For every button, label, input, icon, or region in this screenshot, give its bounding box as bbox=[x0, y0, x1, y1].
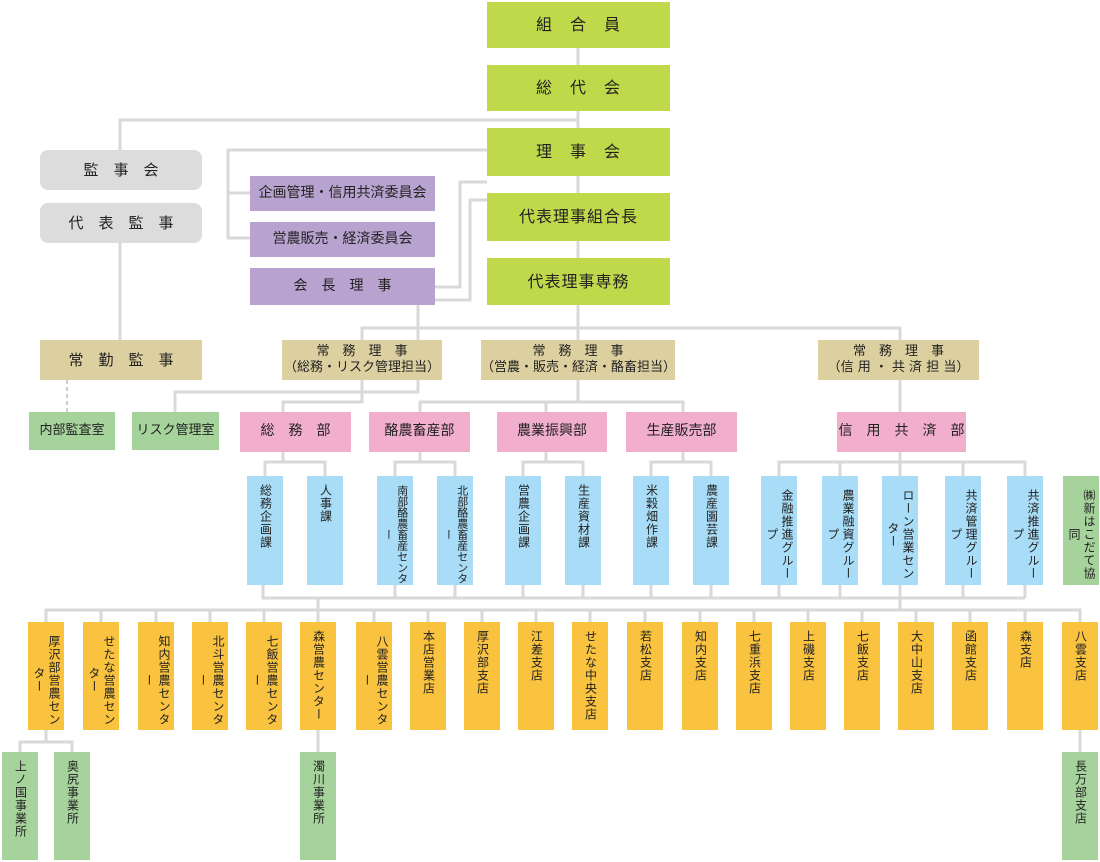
president-box: 代表理事組合長 bbox=[487, 193, 670, 241]
branch-box: 八雲支店 bbox=[1062, 622, 1098, 730]
branch-box: 厚沢部支店 bbox=[464, 622, 500, 730]
dairy-dept-box: 酪農畜産部 bbox=[369, 412, 470, 452]
planning-committee-box: 企画管理・信用共済委員会 bbox=[250, 176, 435, 211]
section-box: 南部酪農畜産センター bbox=[377, 476, 413, 585]
section-box: 米穀畑作課 bbox=[633, 476, 669, 585]
branch-box: 本店営業店 bbox=[410, 622, 446, 730]
general-affairs-dept-box: 総 務 部 bbox=[240, 412, 351, 452]
section-box: 金融推進グループ bbox=[761, 476, 797, 585]
branch-box: 江差支店 bbox=[518, 622, 554, 730]
board-box: 理 事 会 bbox=[487, 128, 670, 176]
production-sales-dept-box: 生産販売部 bbox=[626, 412, 737, 452]
section-box: 北部酪農畜産センター bbox=[437, 476, 473, 585]
branch-box: 若松支店 bbox=[627, 622, 663, 730]
sales-committee-box: 営農販売・経済委員会 bbox=[250, 222, 435, 257]
section-box: 共済管理グループ bbox=[945, 476, 981, 585]
branch-box: 厚沢部営農センター bbox=[28, 622, 64, 730]
internal-audit-box: 内部監査室 bbox=[29, 412, 115, 450]
credit-mutual-dept-box: 信 用 共 済 部 bbox=[837, 412, 966, 452]
office-box: 濁川事業所 bbox=[300, 752, 336, 860]
section-box: 総務企画課 bbox=[247, 476, 283, 585]
section-box: 共済推進グループ bbox=[1007, 476, 1043, 585]
director-credit-box: 常 務 理 事 （信 用 ・ 共 済 担 当） bbox=[818, 340, 979, 380]
director-farming-box: 常 務 理 事 （営農・販売・経済・酪畜担当） bbox=[481, 340, 676, 380]
branch-box: 森支店 bbox=[1007, 622, 1043, 730]
section-box: 農産園芸課 bbox=[693, 476, 729, 585]
branch-box: 七重浜支店 bbox=[736, 622, 772, 730]
branch-box: 知内支店 bbox=[682, 622, 718, 730]
section-box: ローン営業センター bbox=[882, 476, 918, 585]
branch-box: 函館支店 bbox=[952, 622, 988, 730]
branch-box: せたな営農センター bbox=[83, 622, 119, 730]
branch-box: 七飯支店 bbox=[844, 622, 880, 730]
representative-auditor-box: 代 表 監 事 bbox=[40, 203, 202, 243]
representatives-box: 総 代 会 bbox=[487, 65, 670, 111]
section-box: 農業融資グループ bbox=[822, 476, 858, 585]
branch-box: 七飯営農センター bbox=[246, 622, 282, 730]
branch-box: 大中山支店 bbox=[898, 622, 934, 730]
section-box: 営農企画課 bbox=[505, 476, 541, 585]
branch-box: 上磯支店 bbox=[790, 622, 826, 730]
managing-director-box: 代表理事専務 bbox=[487, 258, 670, 305]
members-box: 組 合 員 bbox=[487, 2, 670, 48]
section-box: 人事課 bbox=[307, 476, 343, 585]
office-box: 奥尻事業所 bbox=[54, 752, 90, 860]
branch-box: せたな中央支店 bbox=[572, 622, 608, 730]
standing-auditor-box: 常 勤 監 事 bbox=[40, 340, 202, 380]
branch-box: 森営農センター bbox=[300, 622, 336, 730]
chairman-box: 会 長 理 事 bbox=[250, 268, 435, 305]
branch-box: 知内営農センター bbox=[138, 622, 174, 730]
branch-box: 北斗営農センター bbox=[192, 622, 228, 730]
affiliate-company-box: ㈱新はこだて協同 bbox=[1063, 476, 1099, 585]
office-box: 長万部支店 bbox=[1062, 752, 1098, 860]
office-box: 上ノ国事業所 bbox=[2, 752, 38, 860]
branch-box: 八雲営農センター bbox=[356, 622, 392, 730]
section-box: 生産資材課 bbox=[565, 476, 601, 585]
promotion-dept-box: 農業振興部 bbox=[497, 412, 607, 452]
risk-management-box: リスク管理室 bbox=[132, 412, 219, 450]
audit-board-box: 監 事 会 bbox=[40, 150, 202, 190]
director-general-box: 常 務 理 事 （総務・リスク管理担当） bbox=[282, 340, 442, 380]
